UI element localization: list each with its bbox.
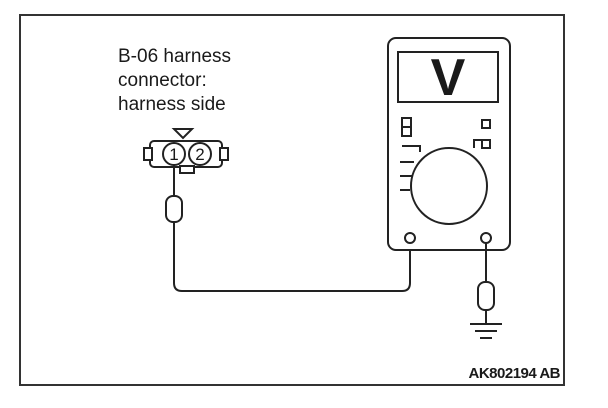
meter-unit-v: V (431, 49, 466, 107)
meter-small-button-bottom (481, 139, 491, 149)
connector-label-line-2: connector: (118, 70, 207, 91)
probe-lead-to-ground (477, 243, 495, 324)
voltmeter: V (387, 37, 511, 251)
figure-code: AK802194 AB (469, 365, 561, 382)
probe-tip-pin-1 (165, 195, 183, 223)
meter-v-jack (480, 232, 492, 244)
meter-small-button-top (481, 119, 491, 129)
ground-symbol (470, 323, 502, 339)
dial-scale-marks (400, 139, 482, 191)
meter-display (397, 51, 499, 103)
pin-2-circle (188, 142, 212, 166)
harness-connector: 1 2 (143, 128, 229, 174)
meter-selector-dial (410, 147, 488, 225)
pin-1-label: 1 (169, 145, 178, 164)
diagram-frame (19, 14, 565, 386)
probe-tip-ground (477, 281, 495, 311)
meter-com-jack (404, 232, 416, 244)
connector-side-tab-right (219, 147, 229, 161)
connector-label-line-3: harness side (118, 94, 226, 115)
connector-lock-tab (171, 128, 195, 140)
connector-bottom-latch (179, 165, 195, 174)
connector-side-tab-left (143, 147, 153, 161)
pin-2-label: 2 (195, 145, 204, 164)
connector-label-line-1: B-06 harness (118, 46, 231, 67)
probe-lead-to-pin-1 (165, 165, 411, 292)
